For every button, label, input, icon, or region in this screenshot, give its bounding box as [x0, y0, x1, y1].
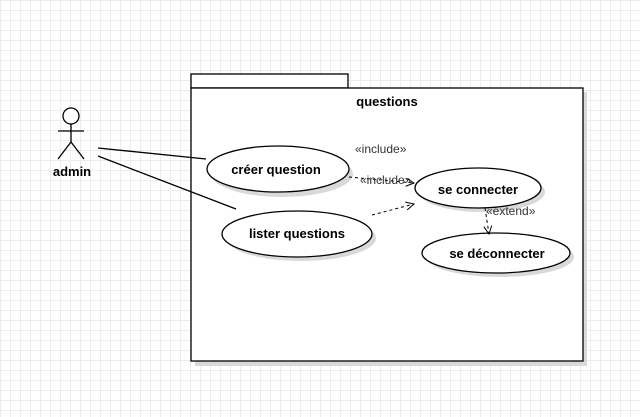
include-label-2: «include»	[360, 173, 412, 187]
actor-left-leg	[57, 141, 72, 160]
usecase-creer-question[interactable]: créer question	[206, 145, 350, 193]
usecase-deconnecter-ellipse	[421, 232, 571, 274]
usecase-se-connecter[interactable]: se connecter	[414, 167, 542, 209]
usecase-creer-ellipse	[206, 145, 350, 193]
usecase-lister-ellipse	[221, 210, 373, 258]
usecase-lister-questions[interactable]: lister questions	[221, 210, 373, 258]
package-tab[interactable]	[190, 73, 349, 89]
extend-arrow[interactable]	[485, 207, 489, 234]
extend-label: «extend»	[486, 204, 536, 218]
association-creer[interactable]	[97, 147, 207, 160]
actor-head	[62, 107, 80, 125]
include-arrow-creer[interactable]	[348, 176, 414, 183]
package-title: questions	[356, 94, 417, 109]
usecase-lister-label: lister questions	[249, 226, 345, 241]
include-label-1: «include»	[355, 142, 407, 156]
actor-right-leg	[70, 141, 85, 160]
usecase-connecter-label: se connecter	[438, 182, 518, 197]
usecase-creer-label: créer question	[231, 162, 321, 177]
usecase-deconnecter-label: se déconnecter	[449, 246, 544, 261]
usecase-se-deconnecter[interactable]: se déconnecter	[421, 232, 571, 274]
usecase-connecter-ellipse	[414, 167, 542, 209]
association-lister[interactable]	[97, 155, 237, 210]
actor-admin[interactable]	[57, 107, 85, 160]
include-arrow-lister[interactable]	[371, 204, 414, 216]
actor-label: admin	[53, 164, 91, 179]
